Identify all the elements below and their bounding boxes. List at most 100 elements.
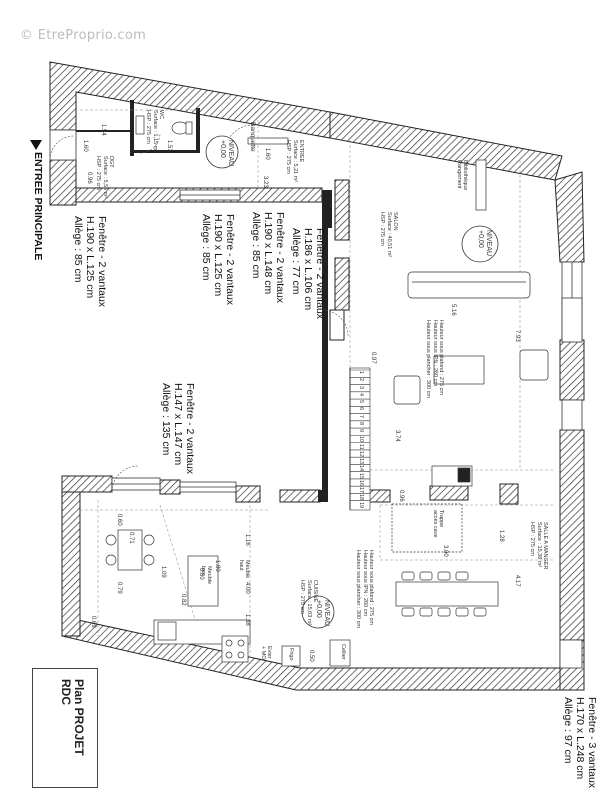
cellier-icon bbox=[329, 639, 351, 667]
kitchen-chair-3 bbox=[143, 534, 155, 546]
kitchen-chair-2 bbox=[105, 554, 117, 566]
dim-label: 0.79 bbox=[116, 582, 122, 594]
stair-step-number: 4 bbox=[358, 392, 364, 396]
armchair-icon bbox=[393, 375, 421, 405]
wall-north-right bbox=[329, 111, 563, 181]
wall-center-mid bbox=[322, 190, 332, 228]
dim-label: 3.00 bbox=[442, 545, 448, 557]
dining-chair-8 bbox=[455, 607, 469, 617]
dining-chair-6 bbox=[419, 607, 433, 617]
dining-chair-3 bbox=[437, 571, 451, 581]
dim-label: 1.60 bbox=[264, 148, 270, 160]
dim-label: 0.60 bbox=[116, 514, 122, 526]
sofa-icon bbox=[407, 271, 531, 299]
wall-east-3 bbox=[559, 429, 585, 671]
wall-east-2 bbox=[559, 339, 585, 401]
wall-center-block-3 bbox=[329, 309, 345, 341]
dim-label: 0.96 bbox=[398, 490, 404, 502]
wall-kitchen-north-1 bbox=[61, 475, 113, 493]
wall-center-block bbox=[334, 179, 350, 241]
stair-step-number: 10 bbox=[358, 436, 364, 443]
title-block: Plan PROJET RDC bbox=[32, 668, 98, 788]
stair-step-number: 7 bbox=[358, 414, 364, 418]
wall-center-low bbox=[499, 483, 519, 505]
dining-chair-7 bbox=[437, 607, 451, 617]
level-circle-entree bbox=[205, 135, 239, 169]
level-circle-cuisine bbox=[301, 595, 335, 629]
window-east-3 bbox=[561, 297, 583, 343]
wall-east bbox=[554, 171, 585, 263]
dim-label: 4.17 bbox=[514, 575, 520, 587]
sink-icon bbox=[157, 621, 177, 641]
dim-label: 1.80 bbox=[214, 560, 220, 572]
entrance-label: ENTREE PRINCIPALE bbox=[32, 152, 44, 261]
trap-door-icon bbox=[391, 503, 463, 553]
stair-step-number: 19 bbox=[358, 501, 364, 508]
dim-label: 0.71 bbox=[128, 532, 134, 544]
title-line-1: Plan PROJET bbox=[72, 679, 86, 756]
dim-label: 1.51 bbox=[166, 140, 172, 152]
dim-label: 3.23 bbox=[262, 176, 268, 188]
dim-label: 5.16 bbox=[450, 304, 456, 316]
dim-label: 0.96 bbox=[86, 172, 92, 184]
level-text-entree: NIVEAU+0,00 bbox=[218, 140, 234, 167]
coffee-table-icon bbox=[433, 355, 485, 385]
dim-label: 1.16 bbox=[244, 534, 250, 546]
dining-chair-1 bbox=[401, 571, 415, 581]
stair-step-number: 1 bbox=[358, 371, 364, 375]
level-circle-salon bbox=[461, 225, 499, 263]
label-cellier: Cellier bbox=[340, 644, 346, 660]
stair-step-number: 8 bbox=[358, 421, 364, 425]
tv-screen-icon bbox=[457, 467, 471, 483]
armchair-2-icon bbox=[519, 349, 549, 381]
wall-wc-1 bbox=[130, 100, 134, 156]
dim-label: 0.82 bbox=[180, 594, 186, 606]
kitchen-table-icon bbox=[117, 529, 143, 571]
label-banquette: Banquette bbox=[249, 122, 256, 152]
wall-stair-bottom bbox=[318, 490, 328, 502]
door-wc bbox=[139, 132, 161, 154]
dim-label: 1.38 bbox=[244, 614, 250, 626]
dim-label: 4.00 bbox=[244, 582, 250, 594]
stair-step-number: 14 bbox=[358, 465, 364, 472]
dim-label: 1.60 bbox=[82, 140, 88, 152]
stair-step-number: 2 bbox=[358, 378, 364, 382]
stair-step-number: 5 bbox=[358, 400, 364, 404]
dim-label: 0.97 bbox=[370, 352, 376, 364]
watermark: © EtreProprio.com bbox=[20, 28, 147, 43]
stair-step-number: 12 bbox=[358, 450, 364, 458]
stair-step-number: 3 bbox=[358, 385, 364, 389]
wall-kitchen-north-4 bbox=[279, 489, 321, 503]
dim-label: 0.50 bbox=[308, 650, 314, 662]
wall-center-low-2 bbox=[429, 485, 469, 501]
wall-dgt bbox=[76, 130, 132, 132]
dim-label: 1.54 bbox=[100, 124, 106, 136]
dim-label: 1.09 bbox=[160, 566, 166, 578]
title-text: Plan PROJET RDC bbox=[59, 679, 86, 756]
door-entrance bbox=[49, 135, 75, 161]
stair-treads bbox=[350, 369, 370, 502]
door-salon bbox=[321, 309, 349, 337]
stair-step-number: 13 bbox=[358, 458, 364, 465]
toilet-icon bbox=[171, 121, 189, 135]
wall-wc-2 bbox=[130, 150, 200, 153]
dining-chair-9 bbox=[473, 607, 487, 617]
level-markers bbox=[205, 135, 499, 629]
wall-center-vertical bbox=[322, 202, 328, 500]
level-text-salon: NIVEAU+0,00 bbox=[476, 230, 492, 257]
wall-wc-3 bbox=[196, 108, 200, 153]
dim-label: 3.74 bbox=[394, 430, 400, 442]
stair-step-number: 11 bbox=[358, 443, 364, 450]
kitchen-chair-4 bbox=[143, 554, 155, 566]
wall-kitchen-north-3 bbox=[235, 485, 261, 503]
stair-step-number: 16 bbox=[358, 479, 364, 487]
